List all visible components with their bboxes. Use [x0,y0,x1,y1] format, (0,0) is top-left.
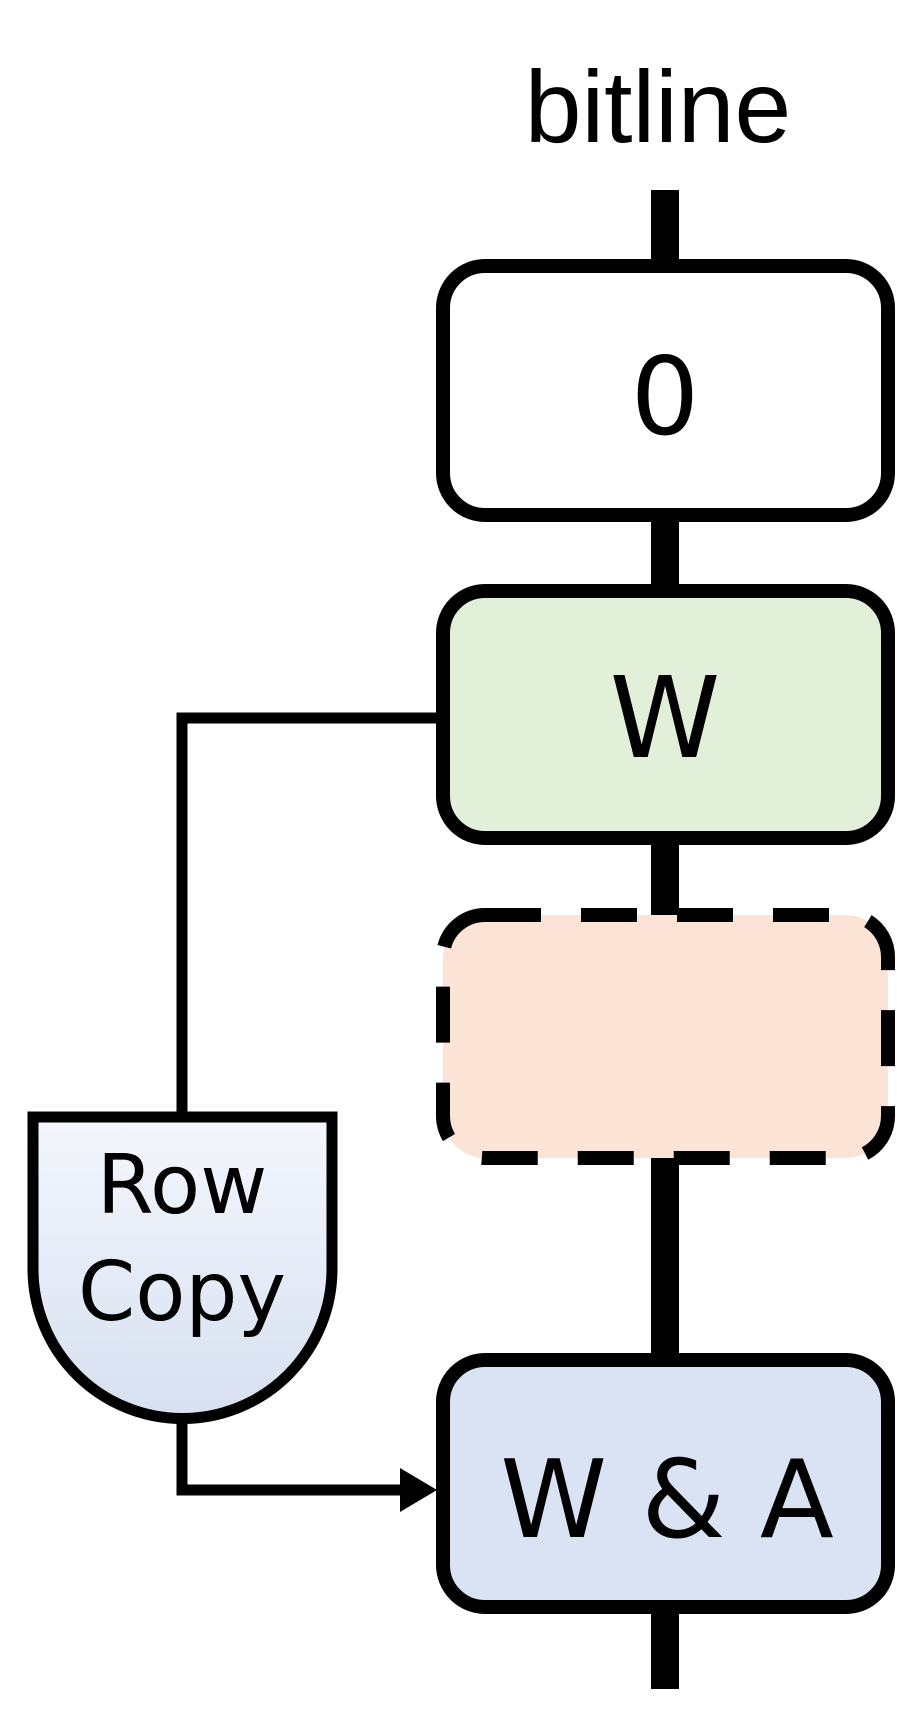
cell-w-and-a-label: W & A [500,1438,834,1563]
cell-zero: 0 [436,259,895,522]
cell-temp [436,908,895,1165]
row-copy-input-wire [176,712,436,1112]
arrowhead-icon [400,1468,437,1512]
bitline-wire [651,190,679,1689]
cell-w-and-a: W & A [436,1353,895,1614]
row-copy-label-line2: Copy [78,1245,286,1340]
row-copy-gate: Row Copy [27,1111,338,1424]
cell-zero-label: 0 [631,335,700,460]
cell-w-label: W [610,654,721,784]
row-copy-output-wire [176,1422,404,1496]
bitline-label: bitline [525,50,792,164]
row-copy-label-line1: Row [97,1138,268,1233]
cell-w: W [436,584,895,845]
